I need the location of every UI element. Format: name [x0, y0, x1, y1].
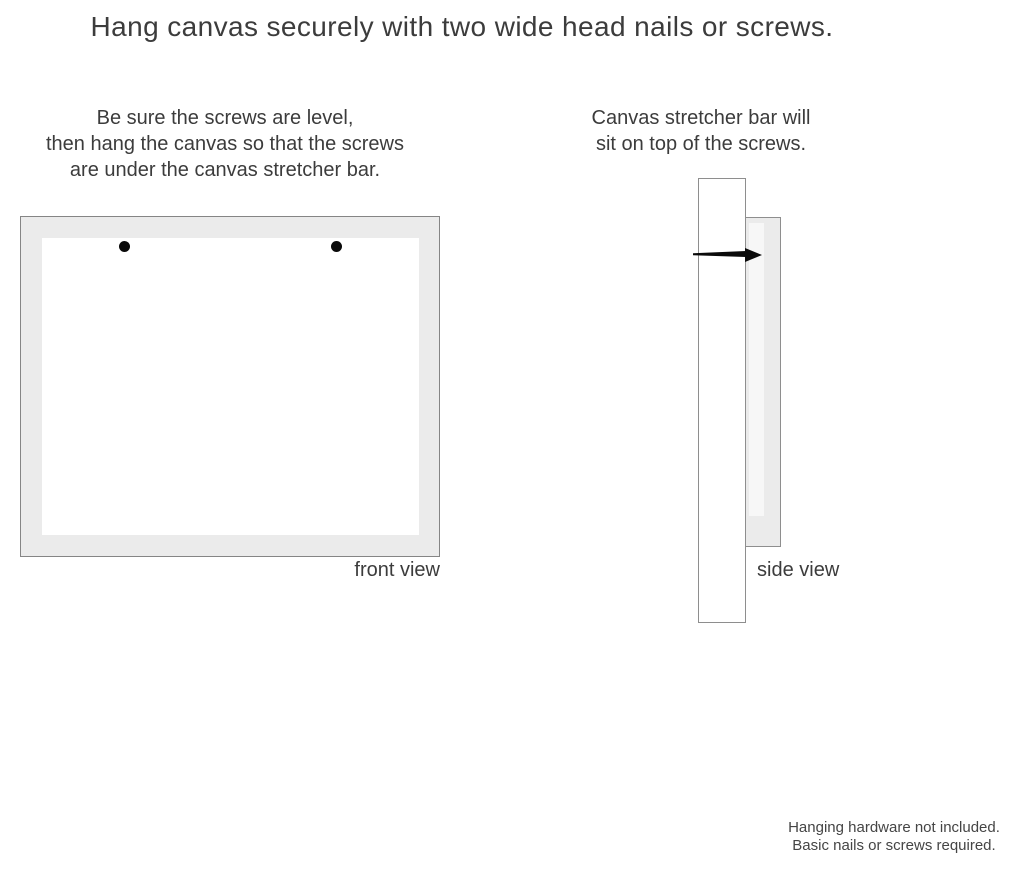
- front-view-instruction: Be sure the screws are level, then hang …: [15, 105, 435, 183]
- front-view-canvas-frame: [20, 216, 440, 557]
- nail-shaft: [693, 251, 746, 257]
- instruction-line: Be sure the screws are level,: [96, 107, 354, 129]
- nail-head: [745, 248, 762, 262]
- instruction-line: are under the canvas stretcher bar.: [69, 159, 381, 181]
- front-view-label: front view: [354, 559, 440, 581]
- hardware-note: Hanging hardware not included. Basic nai…: [770, 819, 1018, 855]
- page-title: Hang canvas securely with two wide head …: [90, 11, 834, 42]
- hardware-note-line: Basic nails or screws required.: [792, 837, 996, 854]
- front-view-canvas-inner: [42, 238, 419, 535]
- instruction-line: then hang the canvas so that the screws: [46, 133, 404, 155]
- side-view-canvas-edge: [745, 217, 781, 547]
- instruction-line: Canvas stretcher bar will: [591, 107, 811, 129]
- screw-right-dot: [331, 241, 342, 252]
- side-view-canvas-inner-strip: [749, 223, 764, 516]
- nail-icon: [693, 248, 762, 262]
- instruction-line: sit on top of the screws.: [595, 133, 807, 155]
- screw-left-dot: [119, 241, 130, 252]
- hardware-note-line: Hanging hardware not included.: [788, 819, 1000, 836]
- side-view-instruction: Canvas stretcher bar will sit on top of …: [550, 105, 852, 157]
- side-view-label: side view: [757, 559, 840, 581]
